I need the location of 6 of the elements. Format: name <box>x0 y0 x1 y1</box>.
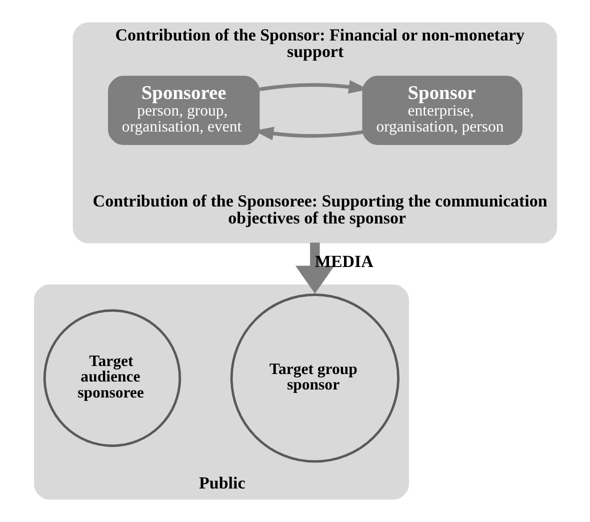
node-box: Sponsor enterprise, organisation, person <box>362 76 522 145</box>
node-circle: Target group sponsor <box>230 294 399 463</box>
edge-label: MEDIA <box>314 252 373 272</box>
arrow <box>294 242 334 294</box>
node-circle: Target audience sponsoree <box>42 309 181 447</box>
node-box: Sponsoree person, group, organisation, event <box>107 76 260 145</box>
